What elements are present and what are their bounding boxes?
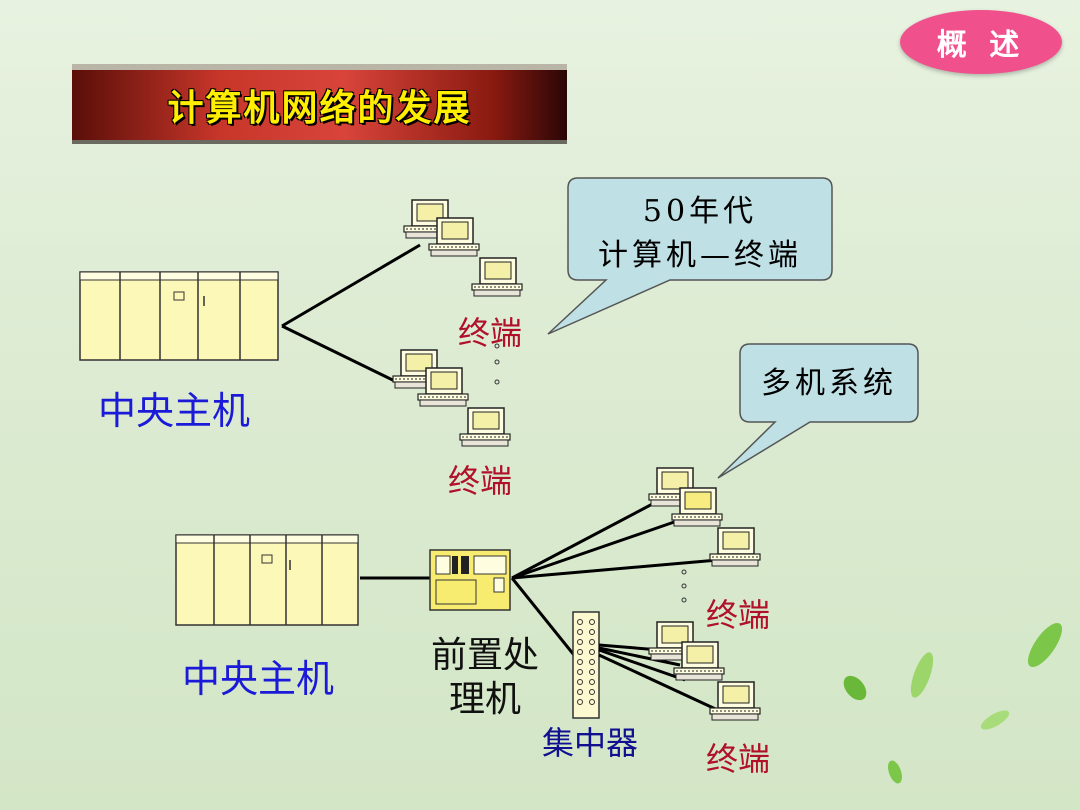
terminal-icon — [428, 217, 480, 257]
terminal-icon — [459, 407, 511, 447]
terminal-icon — [671, 487, 723, 527]
bottom-terminal-label-1: 终端 — [706, 596, 771, 634]
terminal-icon — [709, 527, 761, 567]
callout-era-text: 50年代 计算机—终端 — [568, 190, 832, 278]
title-banner: 计算机网络的发展 — [72, 64, 567, 144]
bottom-terminal-label-2: 终端 — [706, 740, 771, 778]
concentrator-icon — [572, 611, 600, 719]
top-terminal-label-1: 终端 — [458, 314, 523, 352]
overview-badge: 概 述 — [900, 10, 1062, 74]
fep-label-line-1: 前置处 — [430, 635, 539, 676]
callout-line-1: 50年代 — [642, 194, 758, 229]
terminal-icon — [673, 641, 725, 681]
callout-bubble — [547, 177, 833, 335]
callout-bubble — [717, 343, 919, 479]
terminal-icon — [471, 257, 523, 297]
fep-label-line-2: 理机 — [448, 679, 521, 720]
terminal-icon — [709, 681, 761, 721]
leaf-decoration — [843, 622, 1063, 784]
callout-multi-system-text: 多机系统 — [761, 366, 897, 401]
concentrator-label: 集中器 — [542, 724, 639, 762]
top-terminal-label-2: 终端 — [448, 462, 513, 500]
callout-line-2: 计算机—终端 — [598, 238, 802, 273]
front-end-processor-icon — [429, 549, 511, 611]
mainframe-icon — [79, 271, 279, 361]
bottom-host-label: 中央主机 — [182, 657, 335, 701]
mainframe-icon — [175, 534, 359, 626]
front-end-processor-label: 前置处 理机 — [420, 634, 550, 722]
top-host-label: 中央主机 — [98, 389, 251, 433]
page-title: 计算机网络的发展 — [167, 88, 472, 129]
overview-badge-label: 概 述 — [936, 28, 1026, 63]
terminal-icon — [417, 367, 469, 407]
